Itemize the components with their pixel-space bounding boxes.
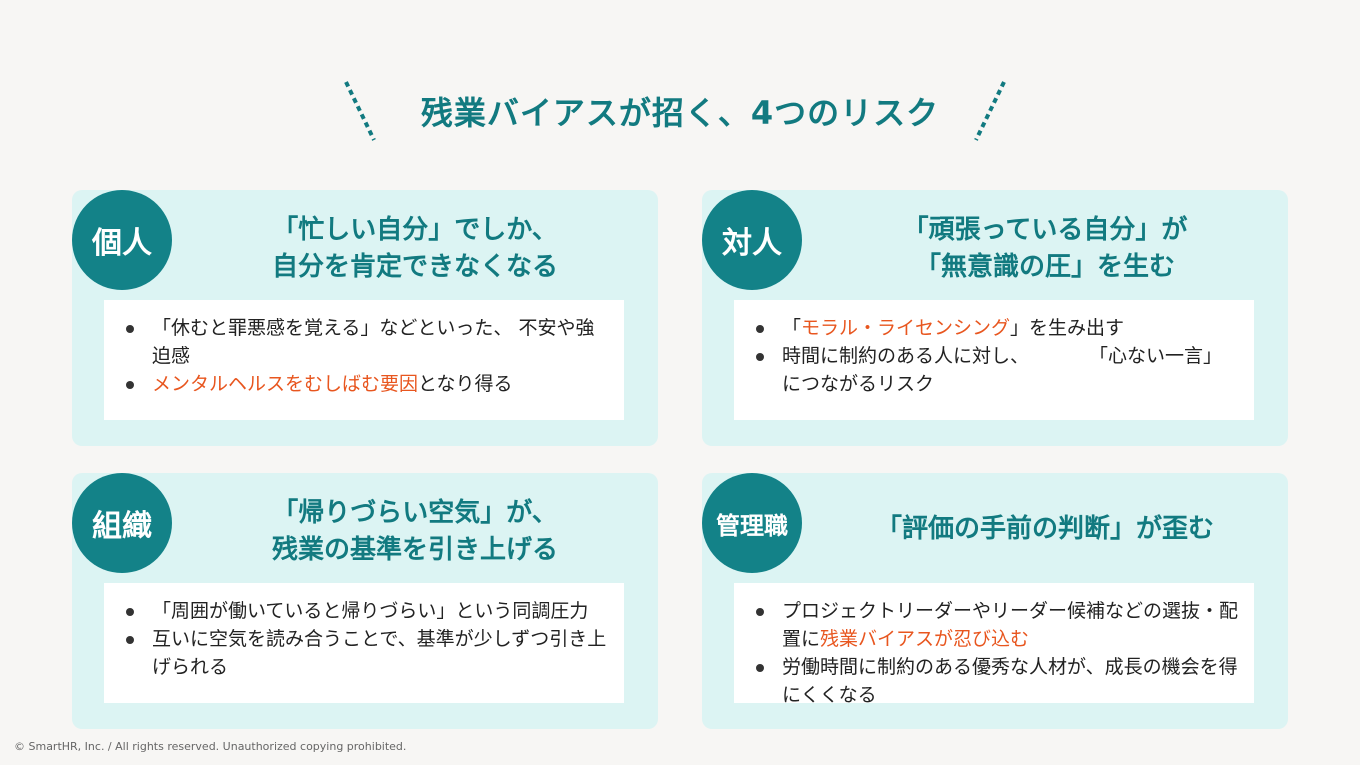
card-heading: 「忙しい自分」でしか、 自分を肯定できなくなる <box>271 215 558 282</box>
highlight-text: モラル・ライセンシング <box>801 317 1011 339</box>
category-badge: 個人 <box>72 190 172 290</box>
bullet-item: 「モラル・ライセンシング」を生み出す <box>756 314 1238 342</box>
bullet-item: メンタルヘルスをむしばむ要因となり得る <box>126 370 608 398</box>
slide-title: 残業バイアスが招く、4つのリスク <box>420 94 940 132</box>
highlight-text: メンタルヘルスをむしばむ要因 <box>152 373 419 395</box>
bullet-box: 「休むと罪悪感を覚える」などといった、 不安や強迫感 メンタルヘルスをむしばむ要… <box>104 300 624 420</box>
bullet-item: 労働時間に制約のある優秀な人材が、成長の機会を得にくくなる <box>756 653 1238 709</box>
card-heading: 「帰りづらい空気」が、 残業の基準を引き上げる <box>271 498 558 565</box>
category-badge: 対人 <box>702 190 802 290</box>
risk-card-individual: 個人 「忙しい自分」でしか、 自分を肯定できなくなる 「休むと罪悪感を覚える」な… <box>72 190 658 446</box>
risk-card-manager: 管理職 「評価の手前の判断」が歪む プロジェクトリーダーやリーダー候補などの選抜… <box>702 473 1288 729</box>
risk-card-organization: 組織 「帰りづらい空気」が、 残業の基準を引き上げる 「周囲が働いていると帰りづ… <box>72 473 658 729</box>
bullet-item: プロジェクトリーダーやリーダー候補などの選抜・配置に残業バイアスが忍び込む <box>756 597 1238 653</box>
risk-card-interpersonal: 対人 「頑張っている自分」が 「無意識の圧」を生む 「モラル・ライセンシング」を… <box>702 190 1288 446</box>
bullet-box: 「モラル・ライセンシング」を生み出す 時間に制約のある人に対し、「心ない一言」に… <box>734 300 1254 420</box>
category-badge: 管理職 <box>702 473 802 573</box>
copyright-notice: © SmartHR, Inc. / All rights reserved. U… <box>14 740 407 753</box>
highlight-text: 残業バイアスが忍び込む <box>820 628 1030 650</box>
bullet-item: 「周囲が働いていると帰りづらい」という同調圧力 <box>126 597 608 625</box>
bullet-item: 「休むと罪悪感を覚える」などといった、 不安や強迫感 <box>126 314 608 370</box>
bullet-item: 互いに空気を読み合うことで、基準が少しずつ引き上げられる <box>126 625 608 681</box>
dashed-accent-right-icon <box>974 81 1006 141</box>
card-heading: 「評価の手前の判断」が歪む <box>875 514 1214 544</box>
bullet-box: 「周囲が働いていると帰りづらい」という同調圧力 互いに空気を読み合うことで、基準… <box>104 583 624 703</box>
slide-header: 残業バイアスが招く、4つのリスク <box>0 78 1360 144</box>
bullet-box: プロジェクトリーダーやリーダー候補などの選抜・配置に残業バイアスが忍び込む 労働… <box>734 583 1254 706</box>
card-heading: 「頑張っている自分」が 「無意識の圧」を生む <box>902 215 1188 282</box>
category-badge: 組織 <box>72 473 172 573</box>
bullet-item: 時間に制約のある人に対し、「心ない一言」につながるリスク <box>756 342 1238 398</box>
dashed-accent-left-icon <box>344 81 376 141</box>
